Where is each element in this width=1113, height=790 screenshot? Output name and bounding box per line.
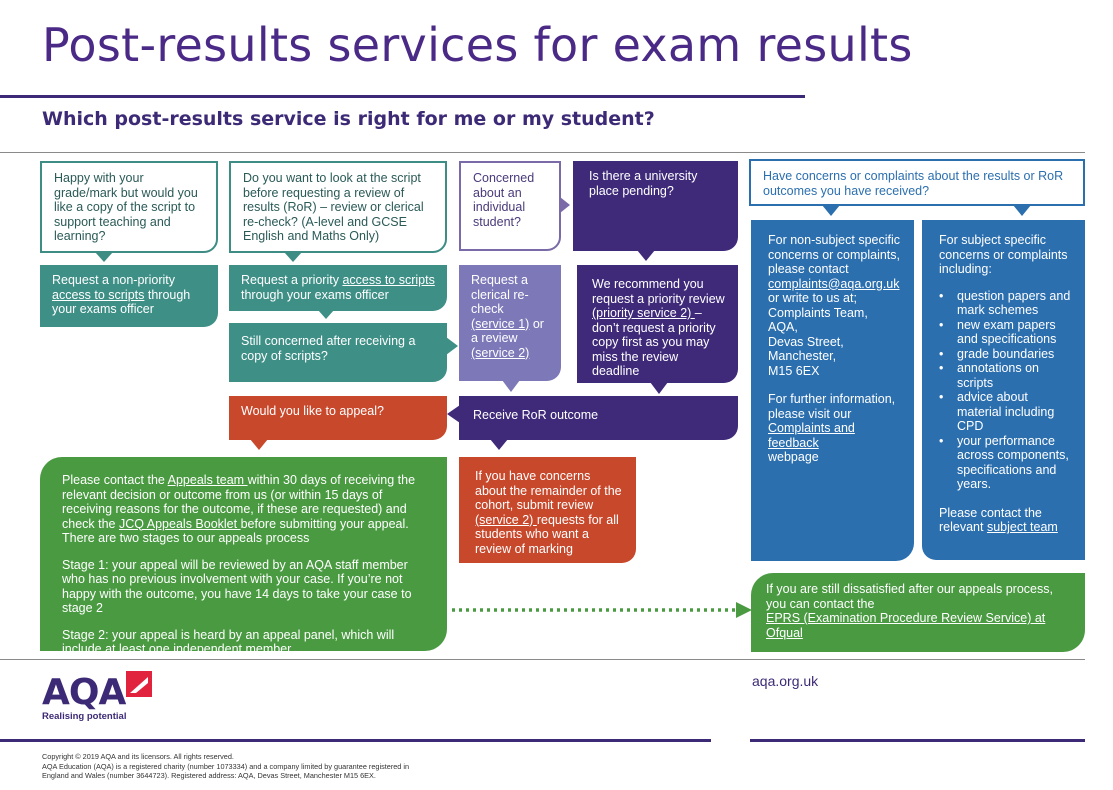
list-item: your performance across components, spec… bbox=[939, 434, 1075, 492]
list-item: advice about material including CPD bbox=[939, 390, 1075, 434]
eprs-link[interactable]: EPRS (Examination Procedure Review Servi… bbox=[766, 611, 1046, 640]
pointer-arrow bbox=[502, 380, 520, 392]
website-link[interactable]: aqa.org.uk bbox=[752, 673, 819, 689]
dotted-arrow bbox=[452, 602, 752, 618]
pointer-arrow bbox=[650, 382, 668, 394]
footer-rule-left bbox=[0, 739, 711, 742]
pointer-arrow bbox=[490, 439, 508, 450]
service-1-link[interactable]: (service 1) bbox=[471, 316, 530, 331]
question-still-concerned: Still concerned after receiving a copy o… bbox=[229, 323, 447, 382]
copyright: Copyright © 2019 AQA and its licensors. … bbox=[42, 752, 410, 780]
subject-complaints: For subject specific concerns or complai… bbox=[922, 220, 1085, 560]
subject-list: question papers and mark schemes new exa… bbox=[939, 289, 1075, 492]
pointer-arrow bbox=[284, 252, 302, 262]
list-item: new exam papers and specifications bbox=[939, 318, 1075, 347]
question-copy-of-script: Happy with your grade/mark but would you… bbox=[40, 161, 218, 253]
answer-priority-review: We recommend you request a priority revi… bbox=[577, 265, 738, 383]
question-look-at-script: Do you want to look at the script before… bbox=[229, 161, 447, 253]
complaints-feedback-link[interactable]: Complaints and feedback bbox=[768, 421, 855, 450]
question-complaints: Have concerns or complaints about the re… bbox=[749, 159, 1085, 206]
title-divider bbox=[0, 95, 805, 98]
complaints-email-link[interactable]: complaints@aqa.org.uk bbox=[768, 276, 900, 291]
pointer-arrow bbox=[250, 439, 268, 450]
cohort-service-2-link[interactable]: (service 2) bbox=[475, 512, 537, 527]
list-item: grade boundaries bbox=[939, 347, 1075, 362]
appeals-process: Please contact the Appeals team within 3… bbox=[40, 457, 447, 656]
answer-clerical-recheck: Request a clerical re-check (service 1) … bbox=[459, 265, 561, 381]
appeals-intro: Please contact the Appeals team within 3… bbox=[62, 473, 416, 545]
pointer-arrow-right bbox=[446, 337, 458, 355]
footer-rule-right bbox=[750, 739, 1085, 742]
page-subtitle: Which post-results service is right for … bbox=[42, 108, 655, 130]
page-title: Post-results services for exam results bbox=[42, 18, 913, 72]
ror-outcome: Receive RoR outcome bbox=[459, 396, 738, 440]
answer-non-priority-scripts: Request a non-priority access to scripts… bbox=[40, 265, 218, 327]
address: Complaints Team, AQA, Devas Street, Manc… bbox=[768, 305, 868, 378]
pointer-arrow bbox=[822, 205, 840, 216]
priority-service-2-link[interactable]: (priority service 2) bbox=[592, 306, 695, 320]
service-2-link[interactable]: (service 2) bbox=[471, 345, 530, 360]
tagline: Realising potential bbox=[42, 711, 127, 722]
appeals-stage-2: Stage 2: your appeal is heard by an appe… bbox=[62, 627, 395, 657]
jcq-appeals-booklet-link[interactable]: JCQ Appeals Booklet bbox=[118, 516, 241, 531]
access-to-scripts-priority-link[interactable]: access to scripts bbox=[342, 273, 435, 287]
pointer-arrow-left bbox=[447, 405, 460, 423]
question-text: Do you want to look at the script before… bbox=[243, 171, 424, 243]
question-text: Happy with your grade/mark but would you… bbox=[54, 171, 198, 243]
logo-mark-icon bbox=[126, 671, 152, 697]
list-item: annotations on scripts bbox=[939, 361, 1075, 390]
pointer-arrow bbox=[1013, 205, 1031, 216]
access-to-scripts-link[interactable]: access to scripts bbox=[52, 287, 145, 302]
pointer-arrow bbox=[95, 252, 113, 262]
question-individual-student: Concerned about an individual student? bbox=[459, 161, 561, 251]
non-subject-complaints: For non-subject specific concerns or com… bbox=[751, 220, 914, 561]
eprs-box: If you are still dissatisfied after our … bbox=[751, 573, 1085, 652]
pointer-arrow bbox=[318, 310, 334, 319]
subject-team-link[interactable]: subject team bbox=[986, 520, 1058, 534]
appeals-stage-1: Stage 1: your appeal will be reviewed by… bbox=[62, 557, 412, 616]
cohort-review: If you have concerns about the remainder… bbox=[459, 457, 636, 563]
logo-text: AQA bbox=[42, 672, 126, 713]
aqa-logo: AQA bbox=[42, 671, 152, 713]
subtitle-divider bbox=[0, 152, 1085, 153]
pointer-arrow-right bbox=[560, 197, 570, 213]
answer-priority-scripts: Request a priority access to scripts thr… bbox=[229, 265, 447, 311]
footer-divider bbox=[0, 659, 1085, 660]
appeals-team-link[interactable]: Appeals team bbox=[167, 473, 248, 487]
pointer-arrow bbox=[637, 250, 655, 261]
question-appeal: Would you like to appeal? bbox=[229, 396, 447, 440]
question-university-place: Is there a university place pending? bbox=[573, 161, 738, 251]
list-item: question papers and mark schemes bbox=[939, 289, 1075, 318]
